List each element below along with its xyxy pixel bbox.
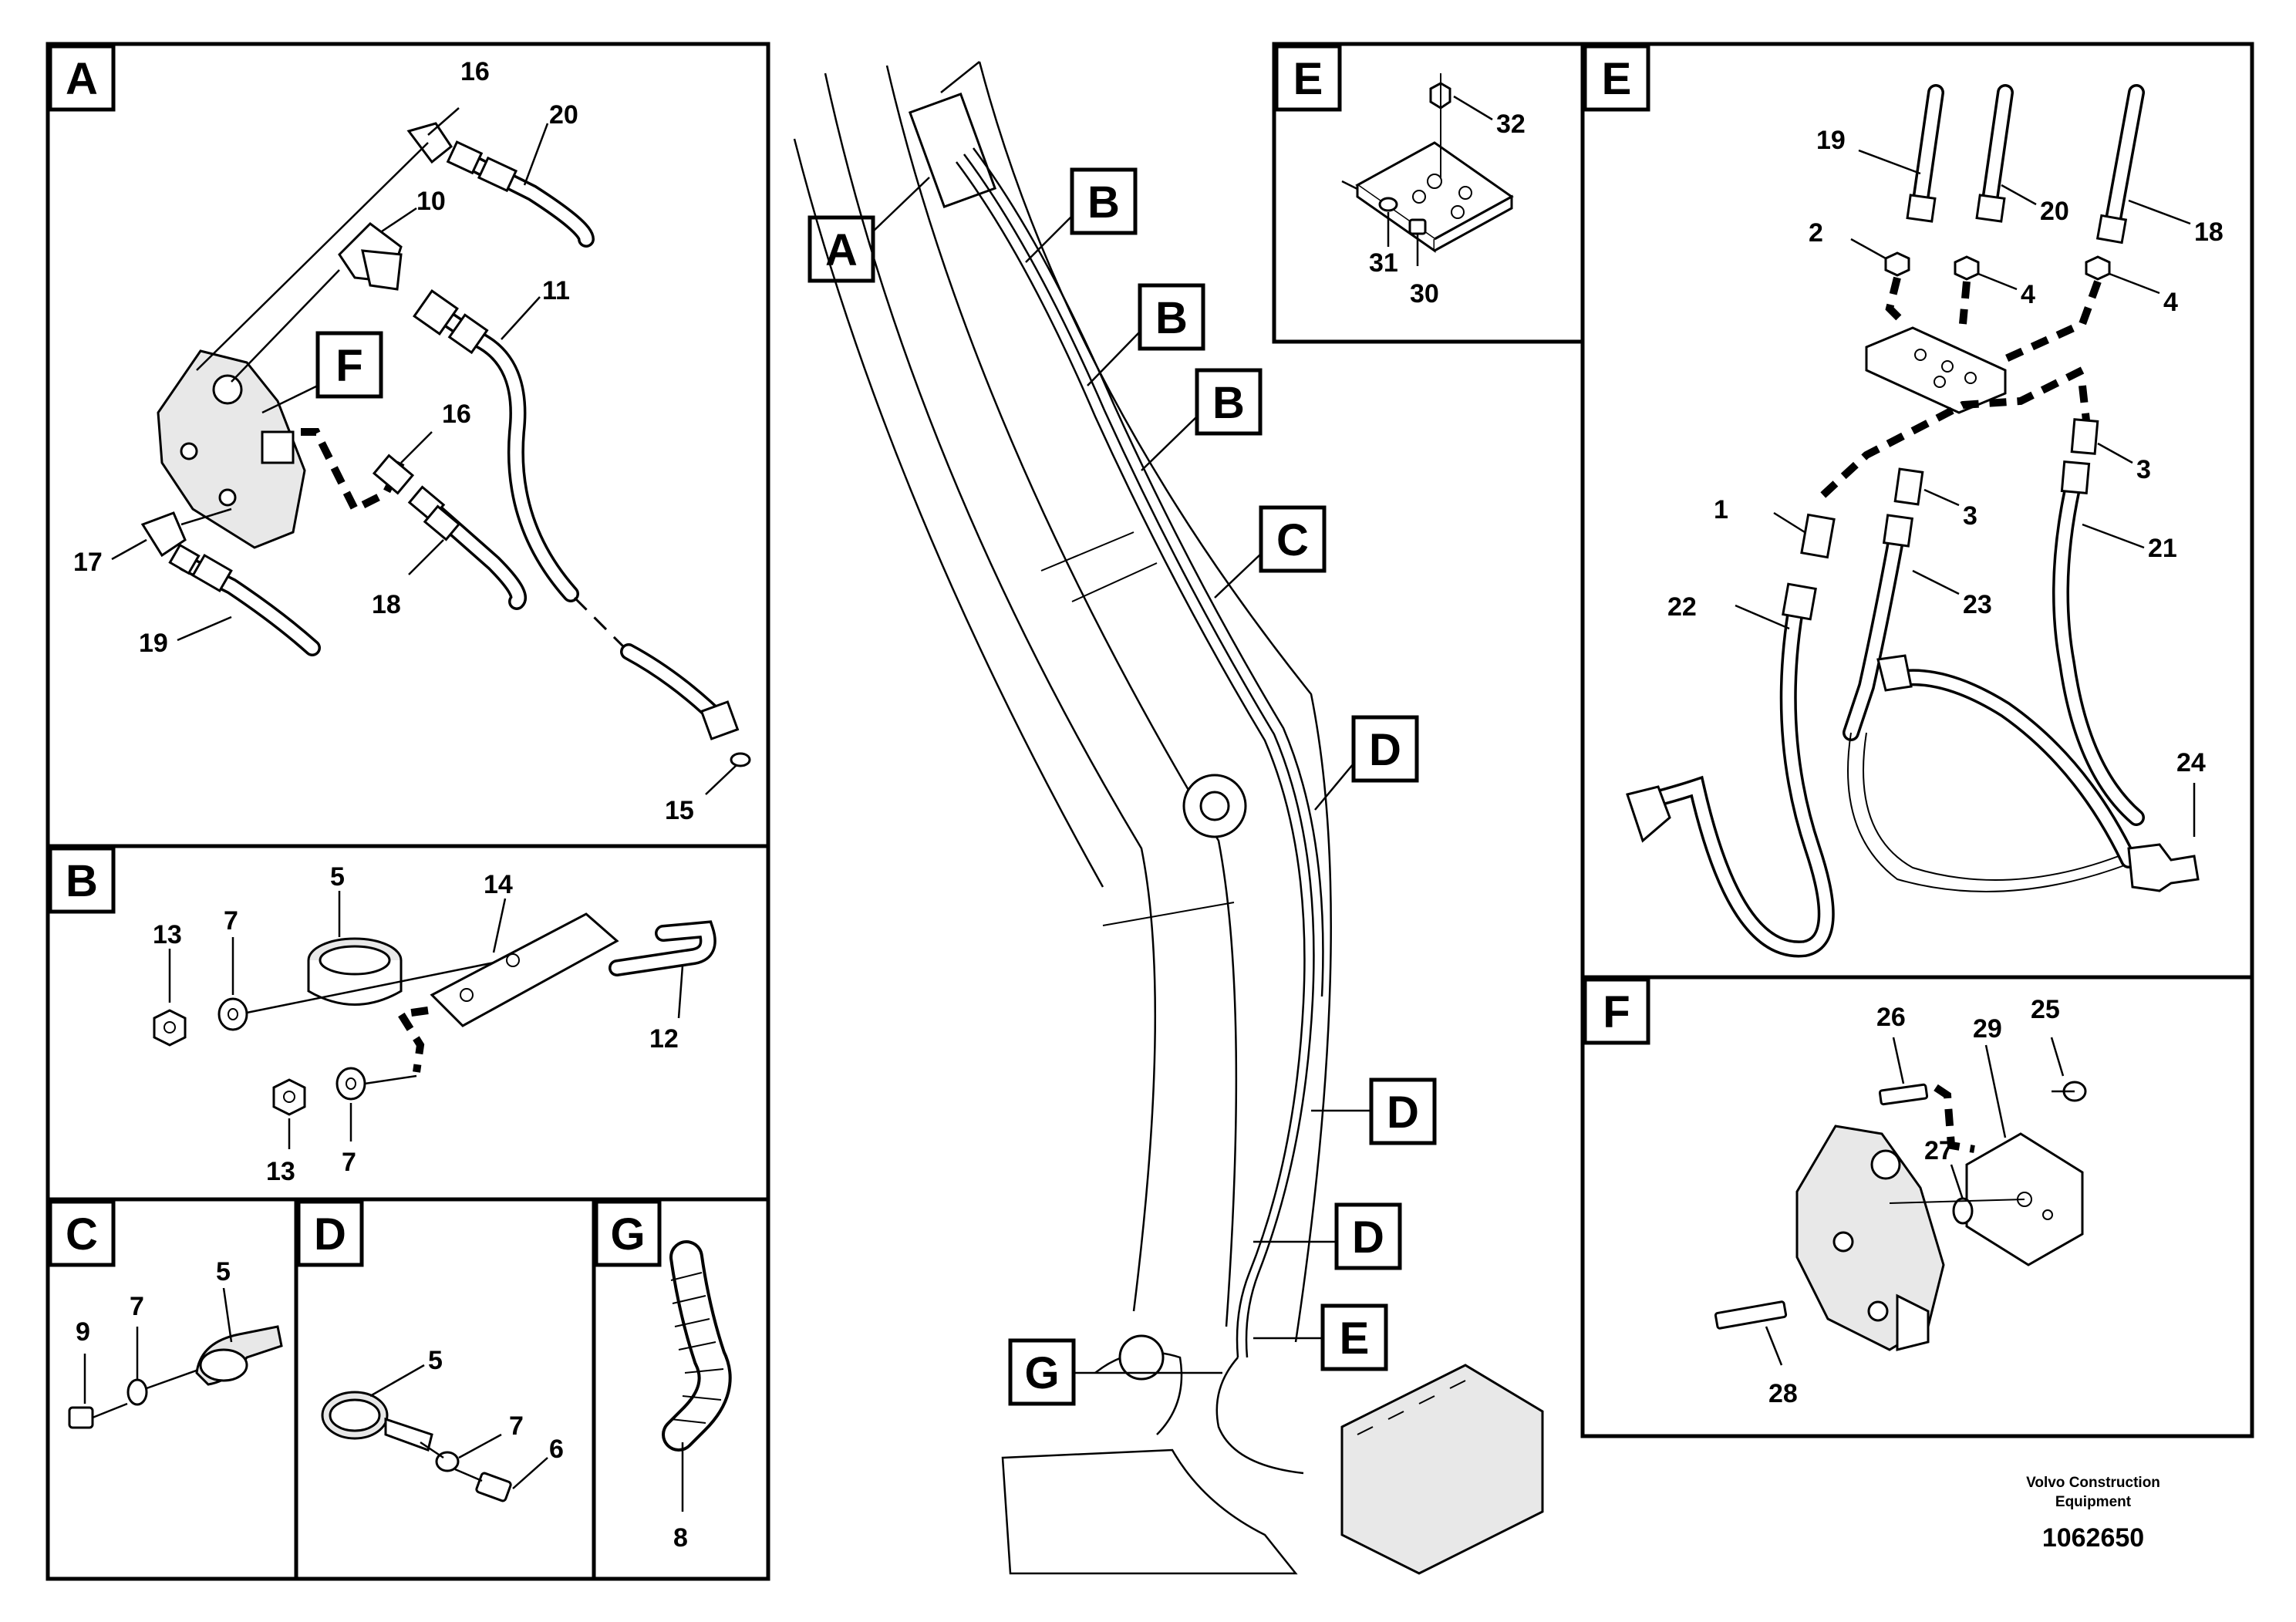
callout-16-top: 16 [460, 57, 490, 86]
panel-c-tag: C [66, 1209, 98, 1259]
callout-26: 26 [1876, 1003, 1906, 1032]
panel-e-small-tag: E [1293, 54, 1323, 104]
document-number: 1062650 [2042, 1523, 2144, 1553]
boom-tag-b2: B [1087, 283, 1205, 386]
callout-8: 8 [673, 1523, 688, 1553]
callout-7-top: 7 [224, 906, 238, 936]
callout-3-right: 3 [2136, 455, 2151, 484]
control-valve-a [157, 349, 306, 549]
panel-a: A 16 20 10 [46, 42, 770, 848]
callout-25: 25 [2031, 995, 2060, 1024]
callout-1: 1 [1714, 495, 1728, 524]
svg-text:E: E [1340, 1313, 1370, 1364]
panel-g-tag: G [610, 1209, 645, 1259]
callout-11: 11 [542, 276, 570, 305]
callout-6: 6 [549, 1435, 564, 1464]
callout-5-b: 5 [330, 862, 345, 892]
boom-tag-a: A [807, 177, 930, 283]
callout-13-top: 13 [153, 920, 182, 949]
panel-f: F 26 29 25 27 28 [1580, 975, 2254, 1438]
callout-7-c: 7 [130, 1292, 144, 1321]
callout-4-right: 4 [2163, 288, 2178, 317]
callout-15: 15 [665, 796, 694, 825]
callout-2: 2 [1809, 218, 1823, 248]
boom-tag-d3: D [1253, 1202, 1402, 1270]
panel-e-large-tag: E [1602, 54, 1632, 104]
callout-10: 10 [416, 187, 446, 216]
callout-23: 23 [1963, 590, 1992, 619]
callout-19-e: 19 [1816, 126, 1846, 155]
svg-text:D: D [1387, 1088, 1419, 1138]
callout-9: 9 [76, 1317, 90, 1347]
svg-text:C: C [1276, 515, 1309, 565]
boom-view [793, 61, 1544, 1575]
svg-text:B: B [1155, 293, 1188, 343]
callout-4-left: 4 [2021, 280, 2035, 309]
footer: Volvo Construction Equipment 1062650 [2026, 1475, 2160, 1553]
callout-32: 32 [1496, 110, 1526, 139]
company-name-line2: Equipment [2055, 1494, 2132, 1510]
panel-a-tag: A [66, 54, 98, 104]
svg-text:D: D [1352, 1212, 1384, 1263]
company-name-line1: Volvo Construction [2026, 1475, 2160, 1491]
svg-text:D: D [1369, 725, 1401, 775]
callout-18-e: 18 [2194, 218, 2224, 247]
panel-b: B 13 7 5 14 12 13 [46, 844, 770, 1202]
panel-b-tag: B [66, 856, 98, 906]
svg-text:A: A [825, 225, 858, 275]
callout-17: 17 [73, 548, 103, 577]
callout-22: 22 [1667, 592, 1697, 622]
callout-13-bottom: 13 [266, 1157, 295, 1186]
callout-31: 31 [1369, 248, 1398, 278]
callout-20: 20 [549, 100, 578, 130]
callout-7-bottom: 7 [342, 1148, 356, 1177]
panel-g: G 8 [592, 1197, 770, 1581]
panel-c: C 9 7 5 [46, 1197, 298, 1581]
callout-5-d: 5 [428, 1346, 443, 1375]
callout-21: 21 [2148, 534, 2177, 563]
callout-3-mid: 3 [1963, 501, 1977, 531]
callout-20-e: 20 [2040, 197, 2069, 226]
panel-f-tag: F [1603, 987, 1630, 1037]
boom-tag-b3: B [1141, 368, 1263, 471]
boom-tag-c: C [1214, 505, 1327, 599]
boom-tag-e: E [1253, 1303, 1388, 1371]
boom-tag-d1: D [1314, 715, 1419, 811]
callout-12: 12 [649, 1024, 679, 1054]
callout-29: 29 [1973, 1014, 2002, 1044]
boom-tag-b1: B [1025, 167, 1138, 263]
callout-30: 30 [1410, 279, 1439, 309]
callout-28: 28 [1768, 1379, 1798, 1408]
boom-tag-g: G [1008, 1338, 1222, 1406]
callout-14: 14 [484, 870, 513, 899]
callout-27: 27 [1924, 1136, 1954, 1165]
callout-19: 19 [139, 629, 168, 658]
callout-7-d: 7 [509, 1411, 524, 1441]
panel-e-small: E 32 31 30 [1272, 42, 1585, 344]
panel-d: D 5 7 6 [294, 1197, 596, 1581]
callout-24: 24 [2176, 748, 2206, 777]
boom-tag-d2: D [1311, 1077, 1437, 1145]
callout-16-mid: 16 [442, 400, 471, 429]
svg-text:B: B [1087, 177, 1120, 228]
panel-e-large: E 19 20 18 2 4 4 [1580, 42, 2254, 980]
callout-18: 18 [372, 590, 401, 619]
callout-5-c: 5 [216, 1257, 231, 1286]
inset-f-tag: F [335, 341, 362, 391]
panel-d-tag: D [314, 1209, 346, 1259]
svg-text:G: G [1024, 1348, 1059, 1398]
svg-text:B: B [1212, 378, 1245, 428]
